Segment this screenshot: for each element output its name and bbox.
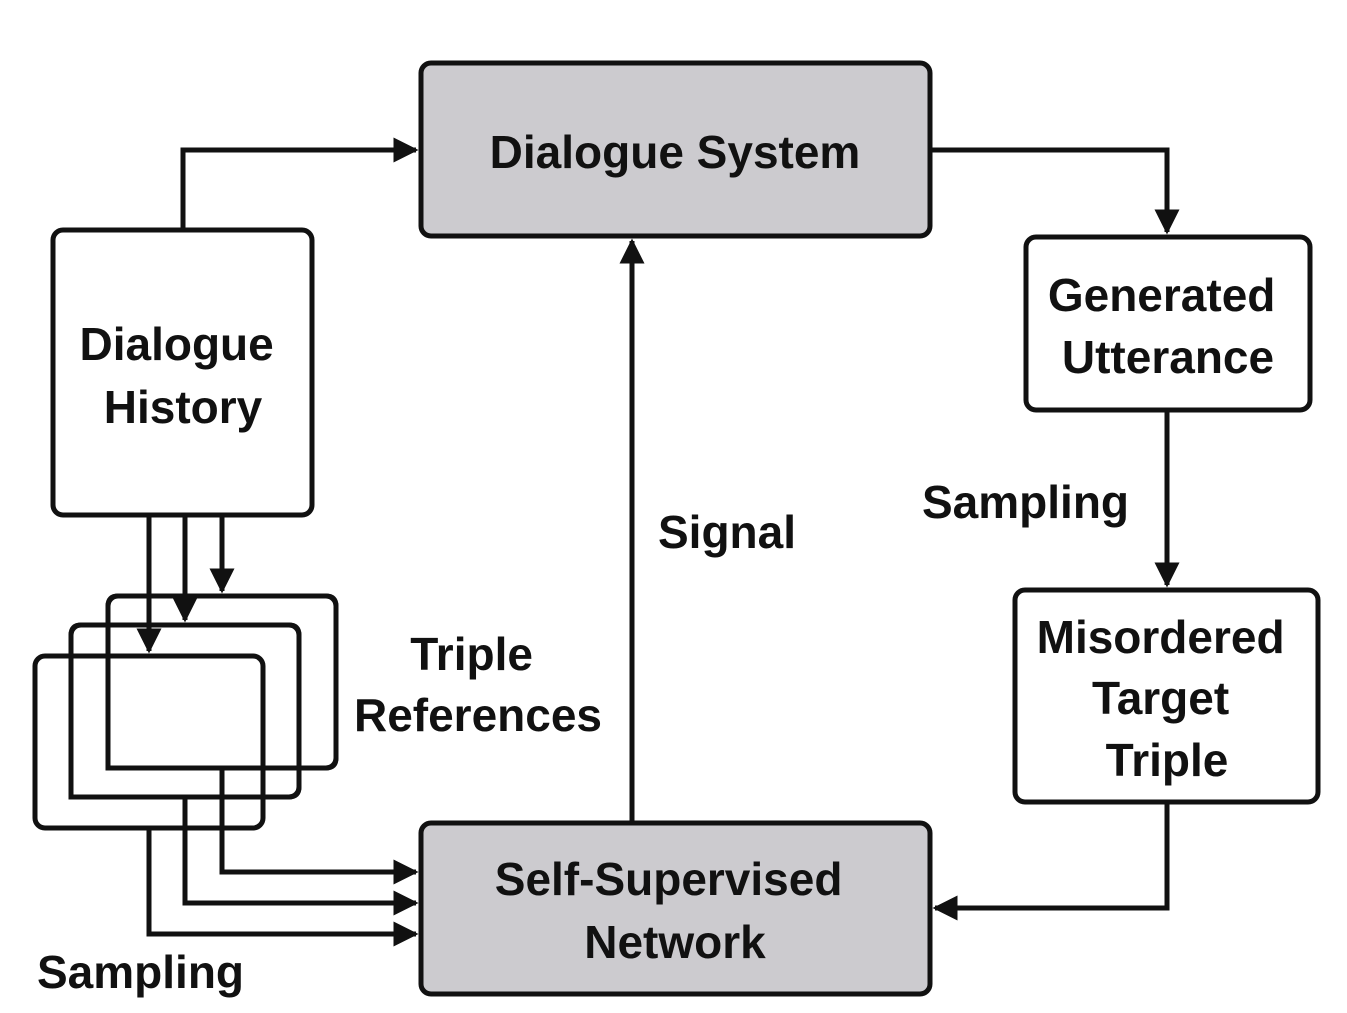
triple-references-label: Triple References xyxy=(354,628,602,741)
arrow-ref-back-to-network xyxy=(219,770,419,885)
misordered-target-triple-box xyxy=(1012,587,1321,805)
misordered-target-triple-line-1: Misordered xyxy=(1037,611,1285,663)
generated-utterance-line-1: Generated xyxy=(1048,269,1276,321)
self-supervised-network-box xyxy=(418,820,933,997)
arrow-ref-front-to-network xyxy=(146,830,419,947)
triple-references-line-2: References xyxy=(354,689,602,741)
sampling-right-label: Sampling xyxy=(922,476,1129,528)
signal-label: Signal xyxy=(658,506,796,558)
misordered-target-triple-line-2: Target xyxy=(1092,672,1229,724)
dialogue-system-box xyxy=(418,60,933,239)
dialogue-history-line-1: Dialogue xyxy=(79,318,273,370)
misordered-target-triple-line-3: Triple xyxy=(1106,734,1229,786)
generated-utterance-box xyxy=(1023,234,1313,413)
dialogue-history-label: Dialogue History xyxy=(79,318,286,433)
reference-box-middle-outline xyxy=(68,622,302,800)
misordered-target-triple-label: Misordered Target Triple xyxy=(1037,611,1298,786)
dialogue-history-line-2: History xyxy=(104,381,263,433)
sampling-left-label: Sampling xyxy=(37,946,244,998)
triple-references-line-1: Triple xyxy=(410,628,533,680)
dialogue-history-box xyxy=(50,227,315,518)
generated-utterance-line-2: Utterance xyxy=(1062,331,1274,383)
self-supervised-network-line-1: Self-Supervised xyxy=(495,853,843,905)
generated-utterance-label: Generated Utterance xyxy=(1048,269,1288,383)
arrow-triple-to-network xyxy=(932,804,1170,921)
arrow-history-to-system xyxy=(180,137,419,228)
arrow-system-to-utterance xyxy=(932,147,1180,235)
self-supervised-network-label: Self-Supervised Network xyxy=(495,853,855,968)
dialogue-system-label: Dialogue System xyxy=(490,126,861,178)
reference-box-front xyxy=(32,653,266,831)
arrow-ref-middle-to-network xyxy=(182,799,419,916)
self-supervised-network-line-2: Network xyxy=(584,916,766,968)
reference-box-back-outline xyxy=(105,593,339,771)
